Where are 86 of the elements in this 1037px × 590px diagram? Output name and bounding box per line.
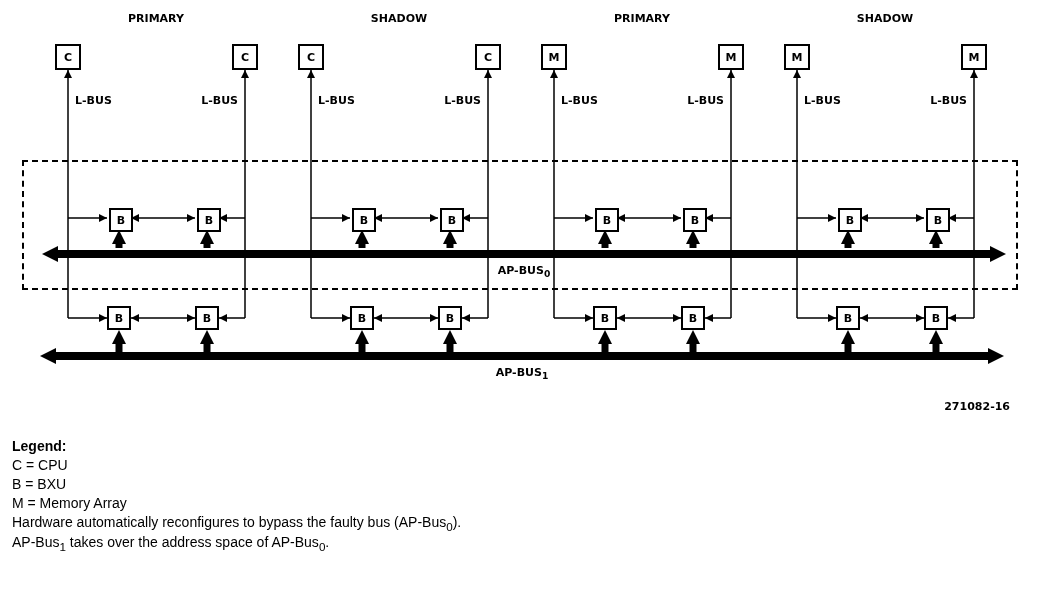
note-text: AP-Bus$_{1}$ takes over the address space of AP-Bus$_{0}$. [12,534,330,553]
bus-line [241,69,249,319]
bus-line [727,69,735,319]
column-heading: SHADOW [370,12,428,25]
bus-arrow [443,230,457,248]
module-box: B [838,208,862,232]
bus-line [550,69,558,319]
module-box: B [926,208,950,232]
module-box: M [541,44,567,70]
module-box: B [595,208,619,232]
bus-arrow [841,230,855,248]
column-heading: PRIMARY [614,12,670,25]
bus-line [553,314,594,322]
bus-arrow [200,230,214,248]
bus-arrow [686,330,700,352]
bus-label: AP-BUS$_{0}$ [497,264,551,277]
bus-line [310,314,351,322]
bus-line [67,314,108,322]
column-heading: SHADOW [856,12,914,25]
edge-label: L-BUS [318,94,355,107]
bus-label: AP-BUS$_{1}$ [495,366,549,379]
module-box: B [681,306,705,330]
bus-arrow [355,230,369,248]
module-box: B [350,306,374,330]
dashed-boundary [22,160,1018,290]
link-arrow [859,314,925,322]
bus-arrow [598,230,612,248]
bus-line [553,214,594,222]
bus-arrow [598,330,612,352]
figure-number: 271082-16 [944,400,1010,413]
note-text: Hardware automatically reconfigures to bypass the faulty bus (AP-Bus$_{0}$). [12,514,462,533]
module-box: B [836,306,860,330]
module-box: B [924,306,948,330]
bus-line [218,314,246,322]
bus-line [970,69,978,319]
module-box: M [961,44,987,70]
module-box: C [298,44,324,70]
edge-label: L-BUS [75,94,112,107]
edge-label: L-BUS [444,94,481,107]
module-box: C [55,44,81,70]
bus-line [461,314,489,322]
bus-line [64,69,72,319]
bus-arrow [112,330,126,352]
link-arrow [373,314,439,322]
bus-arrow [929,330,943,352]
bus-line [704,314,732,322]
legend-entry: B = BXU [12,476,67,492]
bus-line [307,69,315,319]
edge-label: L-BUS [930,94,967,107]
module-box: C [475,44,501,70]
edge-label: L-BUS [804,94,841,107]
link-arrow [616,314,682,322]
module-box: C [232,44,258,70]
module-box: B [109,208,133,232]
edge-label: L-BUS [687,94,724,107]
bus-line [793,69,801,319]
module-box: B [107,306,131,330]
bus-line [947,314,975,322]
bus-line [67,214,108,222]
link-arrow [130,314,196,322]
module-box: B [352,208,376,232]
column-heading: PRIMARY [128,12,184,25]
module-box: B [440,208,464,232]
bus-arrow [841,330,855,352]
bus-arrow [929,230,943,248]
bus-arrow [355,330,369,352]
edge-label: L-BUS [561,94,598,107]
bus-line [796,314,837,322]
module-box: B [683,208,707,232]
module-box: B [197,208,221,232]
legend-entry: M = Memory Array [12,495,127,511]
bus-arrow [443,330,457,352]
bus-arrow [112,230,126,248]
bus-arrow [686,230,700,248]
module-box: M [718,44,744,70]
module-box: B [438,306,462,330]
bus-arrow [200,330,214,352]
module-box: B [593,306,617,330]
legend-entry: C = CPU [12,457,68,473]
module-box: M [784,44,810,70]
bus-line [796,214,837,222]
bus-line [484,69,492,319]
edge-label: L-BUS [201,94,238,107]
legend-title: Legend: [12,438,67,454]
bus-line [310,214,351,222]
module-box: B [195,306,219,330]
